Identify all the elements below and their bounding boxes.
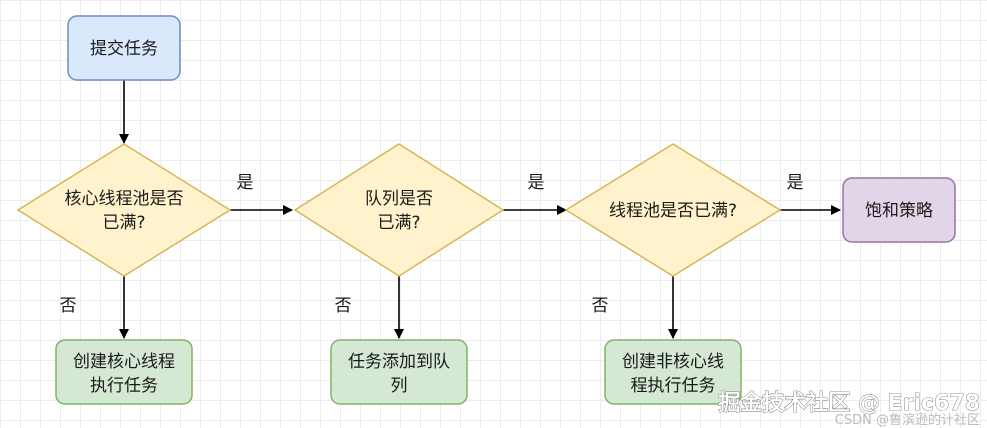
node-create-core-thread-line2: 执行任务	[90, 376, 158, 396]
watermark-sub: CSDN @鲁滨逊的计社区	[835, 412, 980, 428]
node-add-to-queue	[330, 339, 468, 405]
decision-queue-full-line2: 已满?	[377, 213, 420, 233]
node-create-core-thread	[55, 339, 193, 405]
node-create-noncore-thread	[604, 339, 742, 405]
watermark-main: 掘金技术社区 @ Eric678	[718, 390, 980, 416]
edge-label-no-2: 否	[335, 296, 352, 316]
node-submit-task-label: 提交任务	[90, 39, 158, 59]
decision-core-pool-full-line2: 已满?	[102, 213, 145, 233]
decision-core-pool-full	[16, 143, 232, 277]
edge-label-yes-1: 是	[237, 173, 254, 193]
node-create-noncore-thread-line2: 程执行任务	[631, 376, 716, 396]
decision-thread-pool-full	[564, 143, 782, 277]
edge-label-no-1: 否	[60, 296, 77, 316]
edge-label-yes-2: 是	[528, 173, 545, 193]
node-submit-task	[67, 15, 181, 81]
edge-label-yes-3: 是	[787, 173, 804, 193]
node-saturation-policy	[842, 177, 956, 243]
decision-queue-full-line1: 队列是否	[365, 189, 433, 209]
decision-queue-full	[293, 143, 505, 277]
node-add-to-queue-line1: 任务添加到队	[348, 352, 450, 372]
decision-core-pool-full-line1: 核心线程池是否	[65, 189, 184, 209]
edge-label-no-3: 否	[592, 296, 609, 316]
node-create-core-thread-line1: 创建核心线程	[73, 352, 175, 372]
node-saturation-policy-label: 饱和策略	[865, 201, 933, 221]
node-create-noncore-thread-line1: 创建非核心线	[622, 352, 724, 372]
decision-thread-pool-full-label: 线程池是否已满?	[609, 201, 737, 221]
node-add-to-queue-line2: 列	[391, 376, 408, 396]
